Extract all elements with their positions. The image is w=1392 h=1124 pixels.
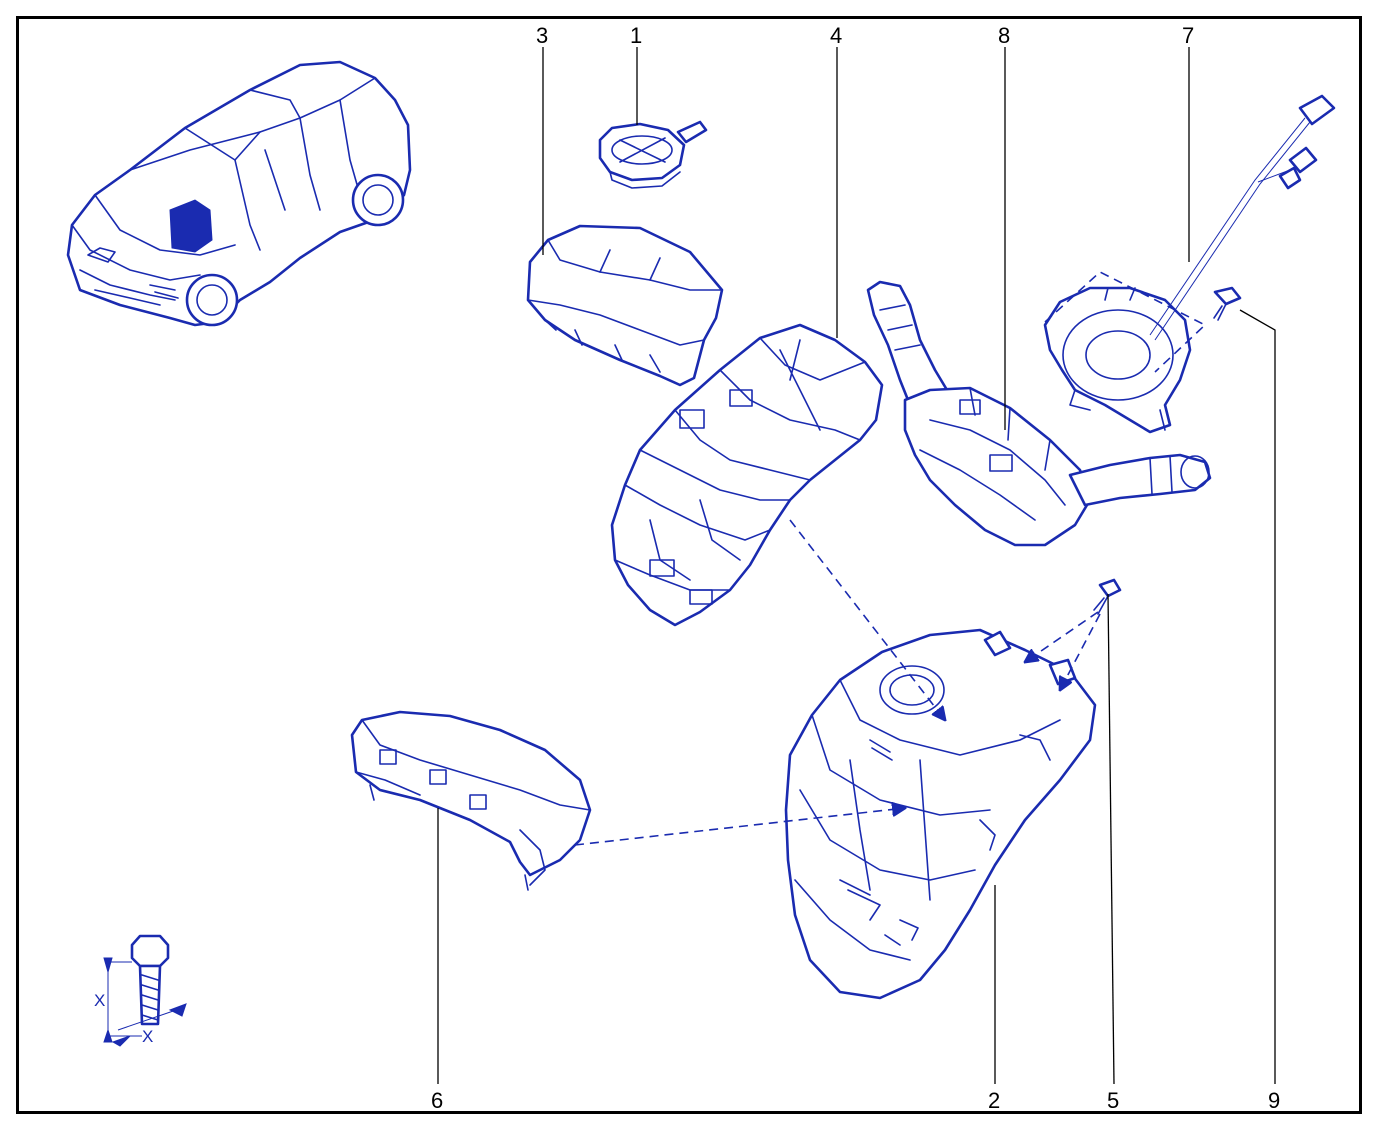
part-6 <box>350 710 592 891</box>
callout-6: 6 <box>431 1088 443 1113</box>
torque-dim-x-horizontal: X <box>142 1027 153 1046</box>
part-5 <box>1093 578 1122 615</box>
part-4 <box>610 323 884 627</box>
callout-5: 5 <box>1107 1088 1119 1113</box>
part-8 <box>866 280 1212 547</box>
assembly-arrows <box>574 519 1101 846</box>
part-2 <box>784 628 1097 1000</box>
leader-lines <box>437 47 1276 1085</box>
callout-8: 8 <box>998 23 1010 48</box>
part-3 <box>526 224 724 387</box>
vehicle-locator-icon <box>66 60 412 327</box>
callout-9: 9 <box>1268 1088 1280 1113</box>
callouts: 3 1 4 8 7 6 2 5 9 <box>431 23 1280 1113</box>
torque-bolt-icon: X X <box>94 934 187 1047</box>
part-1 <box>598 120 708 189</box>
part-9 <box>1213 286 1242 321</box>
part-7 <box>1043 94 1336 434</box>
torque-dim-x-vertical: X <box>94 991 105 1010</box>
callout-4: 4 <box>830 23 842 48</box>
callout-3: 3 <box>536 23 548 48</box>
callout-1: 1 <box>630 23 642 48</box>
callout-7: 7 <box>1182 23 1194 48</box>
callout-2: 2 <box>988 1088 1000 1113</box>
